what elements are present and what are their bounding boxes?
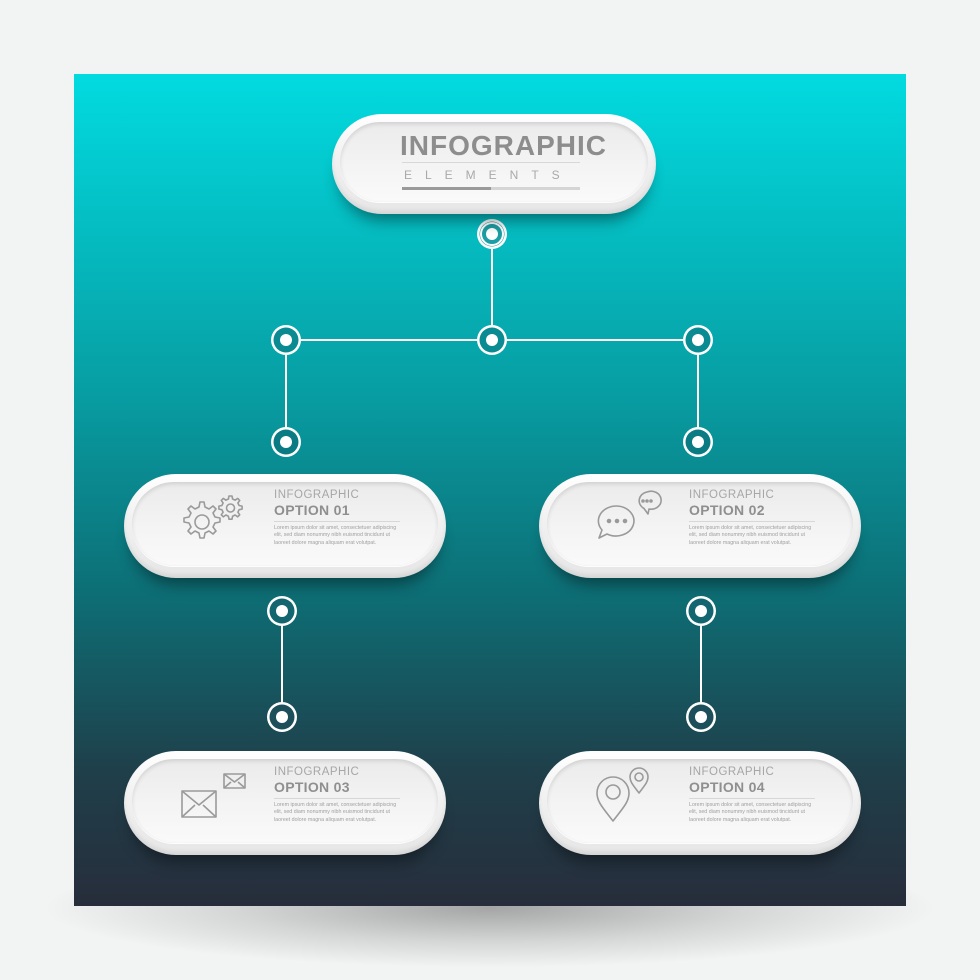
option-divider	[274, 798, 400, 799]
gears-icon	[183, 495, 243, 539]
option-card-04: INFOGRAPHIC OPTION 04 Lorem ipsum dolor …	[539, 751, 861, 855]
subtitle-text: ELEMENTS	[404, 168, 573, 182]
option-heading: INFOGRAPHIC	[689, 489, 775, 501]
title-divider	[402, 162, 580, 163]
node-title	[477, 219, 507, 249]
option-title: OPTION 03	[274, 779, 350, 795]
option-title: OPTION 01	[274, 502, 350, 518]
option-body: Lorem ipsum dolor sit amet, consectetuer…	[274, 525, 397, 546]
option-card-01: INFOGRAPHIC OPTION 01 Lorem ipsum dolor …	[124, 474, 446, 578]
chat-bubbles-icon	[597, 490, 662, 539]
node-option2-below	[686, 596, 716, 626]
node-option1-below	[267, 596, 297, 626]
envelopes-icon	[181, 773, 246, 818]
node-left-bottom	[271, 427, 301, 457]
node-hub	[477, 325, 507, 355]
title-card: INFOGRAPHIC ELEMENTS	[332, 114, 656, 214]
map-pins-icon	[596, 767, 649, 822]
option-heading: INFOGRAPHIC	[274, 489, 360, 501]
node-right-bottom	[683, 427, 713, 457]
infographic-canvas: INFOGRAPHIC ELEMENTS INFOGRAPHIC OPTION …	[74, 74, 906, 906]
node-left-top	[271, 325, 301, 355]
option-body: Lorem ipsum dolor sit amet, consectetuer…	[274, 802, 397, 823]
option-heading: INFOGRAPHIC	[274, 766, 360, 778]
option-text-02: INFOGRAPHIC OPTION 02 Lorem ipsum dolor …	[689, 489, 819, 547]
option-card-02: INFOGRAPHIC OPTION 02 Lorem ipsum dolor …	[539, 474, 861, 578]
connector-lines	[267, 219, 716, 732]
option-divider	[689, 521, 815, 522]
option-divider	[274, 521, 400, 522]
title-text: INFOGRAPHIC	[400, 130, 607, 161]
node-option3-above	[267, 702, 297, 732]
option-text-03: INFOGRAPHIC OPTION 03 Lorem ipsum dolor …	[274, 766, 404, 824]
option-title: OPTION 02	[689, 502, 765, 518]
option-divider	[689, 798, 815, 799]
option-heading: INFOGRAPHIC	[689, 766, 775, 778]
node-right-top	[683, 325, 713, 355]
option-body: Lorem ipsum dolor sit amet, consectetuer…	[689, 802, 812, 823]
option-text-01: INFOGRAPHIC OPTION 01 Lorem ipsum dolor …	[274, 489, 404, 547]
option-body: Lorem ipsum dolor sit amet, consectetuer…	[689, 525, 812, 546]
option-card-03: INFOGRAPHIC OPTION 03 Lorem ipsum dolor …	[124, 751, 446, 855]
node-option4-above	[686, 702, 716, 732]
option-title: OPTION 04	[689, 779, 765, 795]
title-progress-bar	[402, 187, 580, 190]
option-text-04: INFOGRAPHIC OPTION 04 Lorem ipsum dolor …	[689, 766, 819, 824]
